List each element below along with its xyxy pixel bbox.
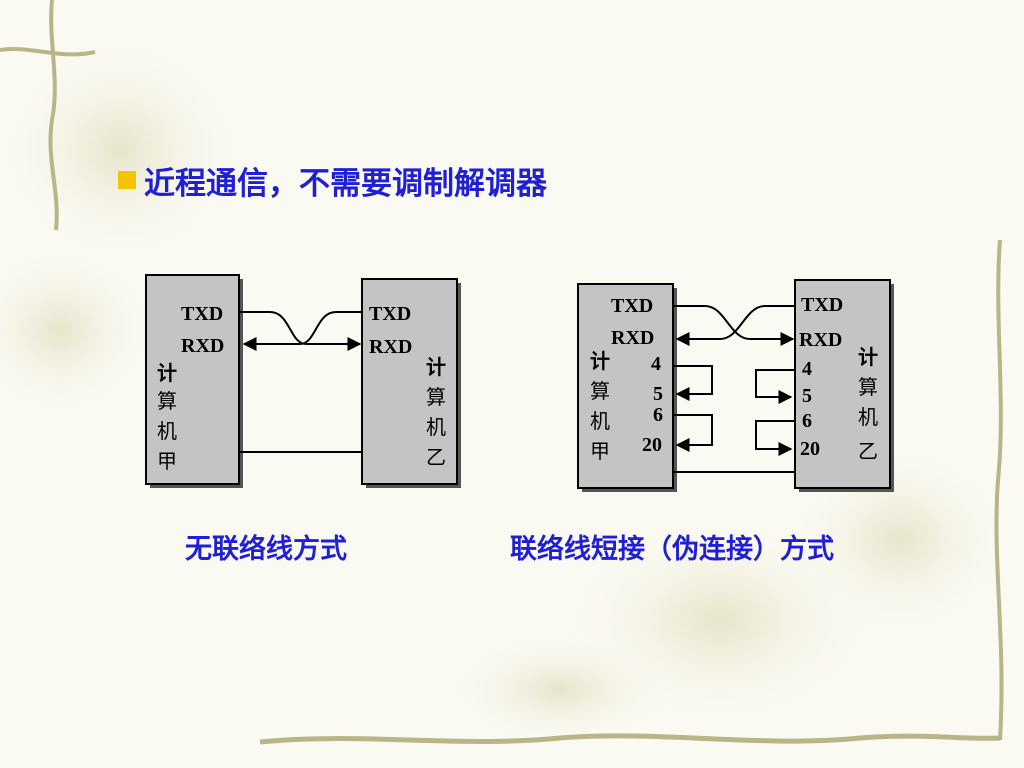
d2-left-label-char-4: 甲 (590, 439, 610, 463)
d1-left-label-char-1: 计 (157, 361, 177, 385)
d1-right-pin-rxd: RXD (369, 336, 412, 358)
d2-left-pin-5: 5 (653, 383, 663, 405)
d1-right-label-char-1: 计 (426, 355, 446, 379)
d1-right-label-char-4: 乙 (426, 445, 446, 469)
d1-left-label-char-2: 算 (157, 389, 177, 413)
bullet-square-icon (118, 171, 136, 189)
d2-right-pin-6: 6 (802, 410, 812, 432)
d2-left-pin-rxd: RXD (611, 327, 654, 349)
d1-left-label-char-4: 甲 (157, 449, 177, 473)
d2-right-loop-6-20 (755, 420, 795, 456)
d1-wire-rxd-from-txd (242, 311, 362, 351)
d2-box-computer-b (794, 279, 894, 492)
d2-left-label-char-1: 计 (590, 349, 610, 373)
d1-box-computer-a (145, 274, 243, 488)
d2-left-label-char-3: 机 (590, 409, 610, 433)
d2-right-label-char-2: 算 (858, 375, 878, 399)
diagram-shorted-handshake: TXD RXD 4 5 6 20 TXD RXD 4 5 6 20 计 算 机 … (577, 279, 894, 492)
slide-heading: 近程通信，不需要调制解调器 (118, 158, 547, 202)
diagram-no-handshake: TXD RXD TXD RXD 计 算 机 甲 计 算 机 乙 (145, 274, 461, 488)
d2-right-label-char-1: 计 (858, 345, 878, 369)
heading-text: 近程通信，不需要调制解调器 (144, 165, 547, 202)
d2-right-pin-20: 20 (800, 438, 820, 460)
d1-right-pin-txd: TXD (369, 303, 411, 325)
d2-right-label-char-4: 乙 (858, 439, 878, 463)
d2-box-computer-a (577, 283, 677, 492)
d1-left-pin-rxd: RXD (181, 335, 224, 357)
d2-left-loop-4-5 (673, 365, 713, 401)
caption-shorted-handshake: 联络线短接（伪连接）方式 (510, 534, 834, 565)
d1-box-computer-b (361, 278, 461, 488)
d2-left-pin-20: 20 (642, 434, 662, 456)
d2-right-pin-rxd: RXD (799, 329, 842, 351)
d2-left-loop-6-20 (673, 414, 713, 452)
d2-right-pin-4: 4 (802, 358, 812, 380)
d2-left-label-char-2: 算 (590, 379, 610, 403)
caption-no-handshake: 无联络线方式 (185, 534, 347, 565)
d2-left-pin-txd: TXD (611, 295, 653, 317)
d2-wire-txd-to-rxd (673, 305, 795, 346)
d1-left-label-char-3: 机 (157, 419, 177, 443)
d2-left-pin-6: 6 (653, 404, 663, 426)
d2-left-pin-4: 4 (651, 353, 661, 375)
d1-left-pin-txd: TXD (181, 303, 223, 325)
d1-wire-txd-to-rxd (240, 311, 362, 351)
d2-wire-rxd-from-txd (675, 305, 795, 346)
d2-right-loop-4-5 (755, 369, 795, 404)
d2-right-label-char-3: 机 (858, 405, 878, 429)
d1-right-label-char-2: 算 (426, 385, 446, 409)
d2-right-pin-txd: TXD (801, 294, 843, 316)
d1-right-label-char-3: 机 (426, 415, 446, 439)
d2-right-pin-5: 5 (802, 385, 812, 407)
